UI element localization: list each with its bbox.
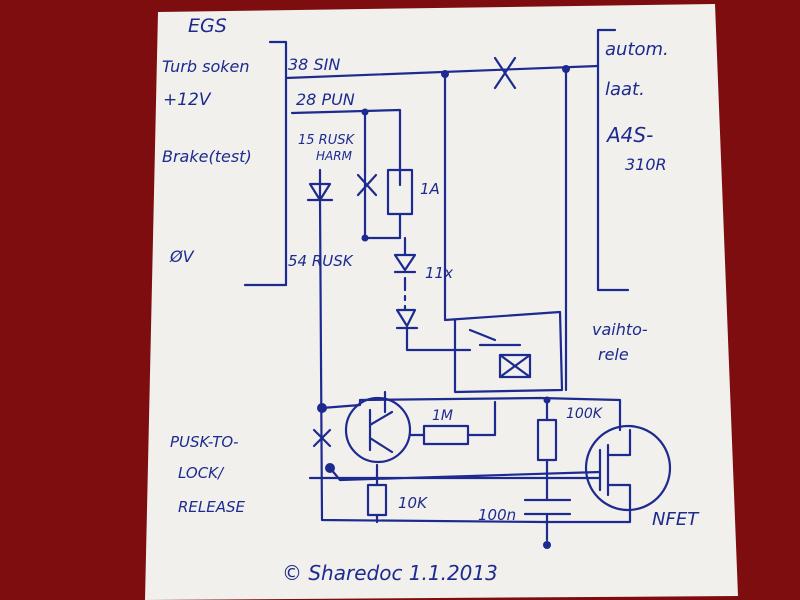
circuit-drawing — [243, 28, 672, 549]
wire-gate — [308, 466, 602, 482]
junction-dot — [361, 234, 369, 242]
label-pin15b: HARM — [316, 149, 353, 163]
wire-top-rail — [320, 396, 622, 432]
label-gnd: ØV — [169, 247, 195, 266]
label-r10k: 10K — [398, 494, 428, 512]
label-diodes: 11x — [425, 264, 453, 282]
transistor-symbol — [344, 396, 412, 464]
relay-coil — [498, 353, 532, 379]
label-plus12v: +12V — [163, 90, 212, 110]
switch-cross — [312, 428, 332, 448]
wire-1m — [408, 400, 497, 437]
label-brake: Brake(test) — [162, 147, 252, 166]
label-footer: © Sharedoc 1.1.2013 — [282, 561, 498, 585]
label-fuse: 1A — [420, 180, 440, 198]
nfet-pins — [543, 428, 632, 524]
relay-contact — [468, 328, 522, 347]
label-c100n: 100n — [478, 506, 516, 524]
label-push1: PUSK-TO- — [170, 433, 239, 451]
label-egs: EGS — [188, 15, 227, 37]
label-auto1: autom. — [605, 39, 669, 60]
label-model1: A4S- — [605, 123, 653, 147]
label-r1m: 1M — [432, 408, 453, 424]
label-push2: LOCK/ — [178, 464, 225, 482]
gearbox-connector-outline — [596, 28, 630, 292]
label-relay1: vaihto- — [592, 320, 648, 339]
nfet-symbol — [584, 424, 672, 512]
wire-pin54 — [318, 198, 547, 524]
transistor-pins — [368, 408, 394, 454]
cross-mark — [356, 173, 378, 197]
label-turbo: Turb soken — [162, 57, 250, 76]
wire-break-x — [493, 56, 517, 90]
label-auto2: laat. — [605, 79, 645, 100]
label-pin54: 54 RUSK — [288, 252, 354, 270]
handwritten-labels: EGS Turb soken 38 SIN +12V 28 PUN 15 RUS… — [162, 15, 700, 585]
label-nfet: NFET — [652, 509, 700, 530]
label-pin38: 38 SIN — [288, 55, 340, 74]
capacitor-100n — [523, 476, 572, 542]
label-r100k: 100K — [566, 406, 604, 422]
label-pin15a: 15 RUSK — [298, 133, 355, 148]
egs-connector-outline — [243, 40, 288, 287]
wire-fuse-out — [363, 212, 402, 240]
wire-pin28 — [290, 108, 402, 187]
label-pin28: 28 PUN — [296, 90, 355, 109]
diode-symbol — [393, 236, 417, 274]
relay-coil-x — [498, 353, 532, 379]
label-model2: 310R — [625, 155, 667, 174]
junction-dot — [543, 396, 551, 404]
label-relay2: rele — [598, 345, 629, 364]
label-push3: RELEASE — [178, 498, 246, 516]
junction-dot — [543, 541, 551, 549]
diode-symbol-last — [395, 308, 472, 352]
relay-outline — [443, 72, 564, 394]
